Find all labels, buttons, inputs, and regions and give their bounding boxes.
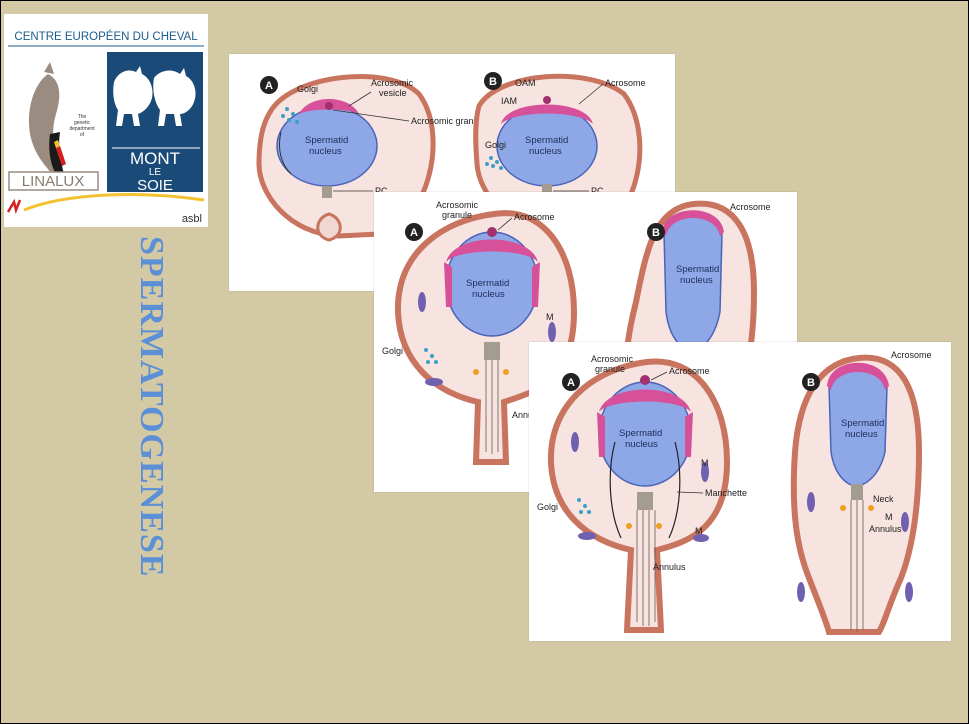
label-b: B — [807, 377, 815, 389]
golgi-a-label: Golgi — [297, 84, 318, 94]
nucleus-b-label-1: Spermatid — [525, 135, 568, 146]
m-label-1: M — [701, 458, 709, 468]
nucleus-a-label-2: nucleus — [309, 146, 342, 157]
manchette-label: Manchette — [705, 488, 747, 498]
logo: CENTRE EUROPÉEN DU CHEVAL The genetic de… — [4, 14, 208, 227]
acrosome-b-label: Acrosome — [605, 78, 646, 88]
acrosomic-vesicle-label-1: Acrosomic — [371, 78, 414, 88]
label-b: B — [489, 76, 497, 88]
acrosomic-granule-label-1: Acrosomic — [436, 200, 479, 210]
label-a: A — [410, 227, 418, 239]
diagram-panel-3: A Acrosomic granule Acrosome Spermatid n… — [529, 342, 951, 641]
linalux-text: LINALUX — [22, 173, 85, 190]
linalux-horse-icon — [29, 62, 66, 176]
golgi-label: Golgi — [537, 502, 558, 512]
acrosomic-granule-label-1: Acrosomic — [591, 354, 634, 364]
m-b-label: M — [885, 512, 893, 522]
cell-b — [794, 358, 919, 632]
label-b: B — [652, 227, 660, 239]
nucleus-a-label-2: nucleus — [625, 439, 658, 450]
acrosomic-granule-label-2: granule — [442, 210, 472, 220]
acrosome-a-label: Acrosome — [669, 366, 710, 376]
golgi-label: Golgi — [382, 346, 403, 356]
acrosomic-granule-label-2: granule — [595, 364, 625, 374]
nucleus-b-label-1: Spermatid — [676, 264, 719, 275]
cell-a — [551, 361, 727, 630]
org-name: CENTRE EUROPÉEN DU CHEVAL — [14, 30, 198, 43]
asbl-text: asbl — [182, 213, 202, 225]
nucleus-b-label-1: Spermatid — [841, 418, 884, 429]
m-label-2: M — [695, 526, 703, 536]
iam-label: IAM — [501, 96, 517, 106]
acrosome-b-label: Acrosome — [730, 202, 771, 212]
w-mark-icon — [8, 200, 20, 212]
genetic-line-4: of — [80, 132, 85, 138]
golgi-b-label: Golgi — [485, 140, 506, 150]
label-a: A — [567, 377, 575, 389]
acrosome-a-label: Acrosome — [514, 212, 555, 222]
nucleus-b-label-2: nucleus — [680, 275, 713, 286]
soie-text: SOIE — [137, 177, 173, 194]
nucleus-a-label-2: nucleus — [472, 289, 505, 300]
label-a: A — [265, 80, 273, 92]
neck-label: Neck — [873, 494, 894, 504]
acrosome-b-label: Acrosome — [891, 350, 932, 360]
nucleus-b-label-2: nucleus — [845, 429, 878, 440]
acrosomic-vesicle-label-2: vesicle — [379, 88, 407, 98]
m-label: M — [546, 312, 554, 322]
nucleus-a-label-1: Spermatid — [619, 428, 662, 439]
nucleus-b-label-2: nucleus — [529, 146, 562, 157]
annulus-a-label: Annulus — [653, 562, 686, 572]
page-title: SPERMATOGENESE — [132, 236, 170, 577]
mont-text: MONT — [130, 149, 180, 168]
nucleus-a-label-1: Spermatid — [305, 135, 348, 146]
oam-label: OAM — [515, 78, 536, 88]
annulus-b-label: Annulus — [869, 524, 902, 534]
nucleus-a-label-1: Spermatid — [466, 278, 509, 289]
